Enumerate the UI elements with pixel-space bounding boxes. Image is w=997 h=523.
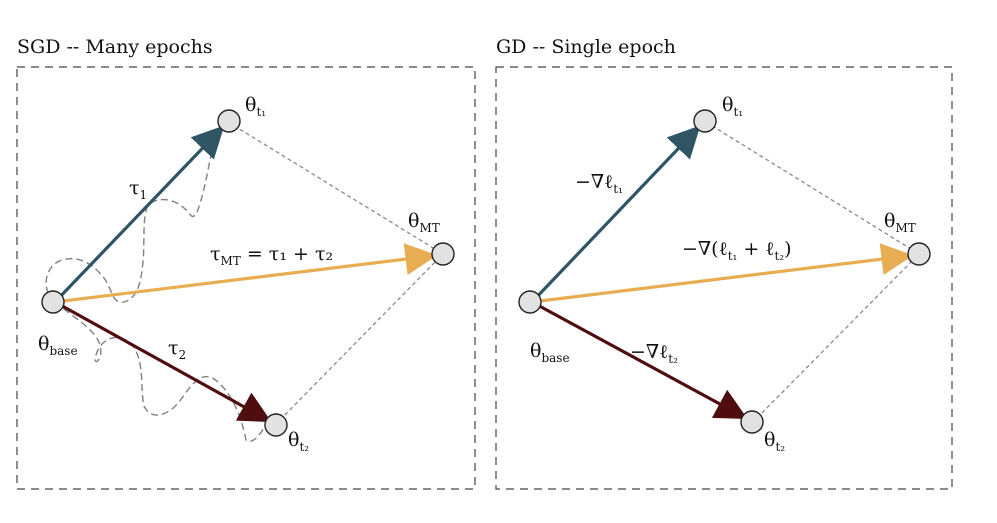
label-grad-t1: −∇ℓt₁ bbox=[575, 171, 623, 196]
panel-frame bbox=[495, 66, 953, 490]
panel-title: GD -- Single epoch bbox=[496, 36, 676, 58]
node-mt bbox=[431, 242, 455, 266]
label-theta-t2: θt₂ bbox=[764, 429, 785, 454]
node-mt bbox=[907, 242, 931, 266]
label-theta-mt: θMT bbox=[408, 210, 440, 235]
panel-title: SGD -- Many epochs bbox=[17, 36, 213, 58]
sgd-trajectory-task2 bbox=[54, 301, 269, 443]
panel-gd: GD -- Single epoch θbase θt₁ θMT θt₂ −∇ℓ… bbox=[495, 36, 953, 490]
node-t2 bbox=[264, 413, 288, 437]
arrow-multitask bbox=[54, 243, 438, 304]
label-theta-base: θbase bbox=[38, 333, 78, 358]
label-tau1: τ1 bbox=[129, 177, 147, 202]
sgd-trajectory-task1 bbox=[45, 132, 216, 303]
label-grad-t2: −∇ℓt₂ bbox=[630, 341, 678, 366]
label-theta-mt: θMT bbox=[884, 210, 916, 235]
node-t2 bbox=[740, 410, 764, 434]
arrow-task2 bbox=[531, 300, 748, 420]
arrow-multitask bbox=[531, 243, 914, 304]
panel-sgd: SGD -- Many epochs θbase θt₁ θMT θt₂ τ1 … bbox=[16, 36, 476, 490]
arrow-task2 bbox=[54, 300, 272, 423]
node-base bbox=[41, 290, 65, 314]
label-theta-t1: θt₁ bbox=[245, 94, 266, 119]
label-tau2: τ2 bbox=[168, 337, 186, 362]
arrow-task1 bbox=[530, 125, 701, 304]
label-theta-t2: θt₂ bbox=[288, 429, 309, 454]
panel-frame bbox=[16, 66, 476, 490]
label-theta-base: θbase bbox=[530, 340, 570, 365]
node-t1 bbox=[693, 109, 717, 133]
node-base bbox=[518, 290, 542, 314]
guide-t1-to-mt bbox=[705, 121, 920, 255]
guide-t2-to-mt bbox=[274, 253, 444, 426]
label-grad-mt: −∇(ℓt₁ + ℓt₂) bbox=[682, 238, 792, 263]
label-tau-mt: τMT = τ₁ + τ₂ bbox=[210, 243, 333, 268]
node-t1 bbox=[217, 109, 241, 133]
label-theta-t1: θt₁ bbox=[722, 94, 743, 119]
guide-t2-to-mt bbox=[751, 253, 920, 424]
arrow-task1 bbox=[53, 125, 225, 304]
guide-t1-to-mt bbox=[227, 121, 444, 255]
